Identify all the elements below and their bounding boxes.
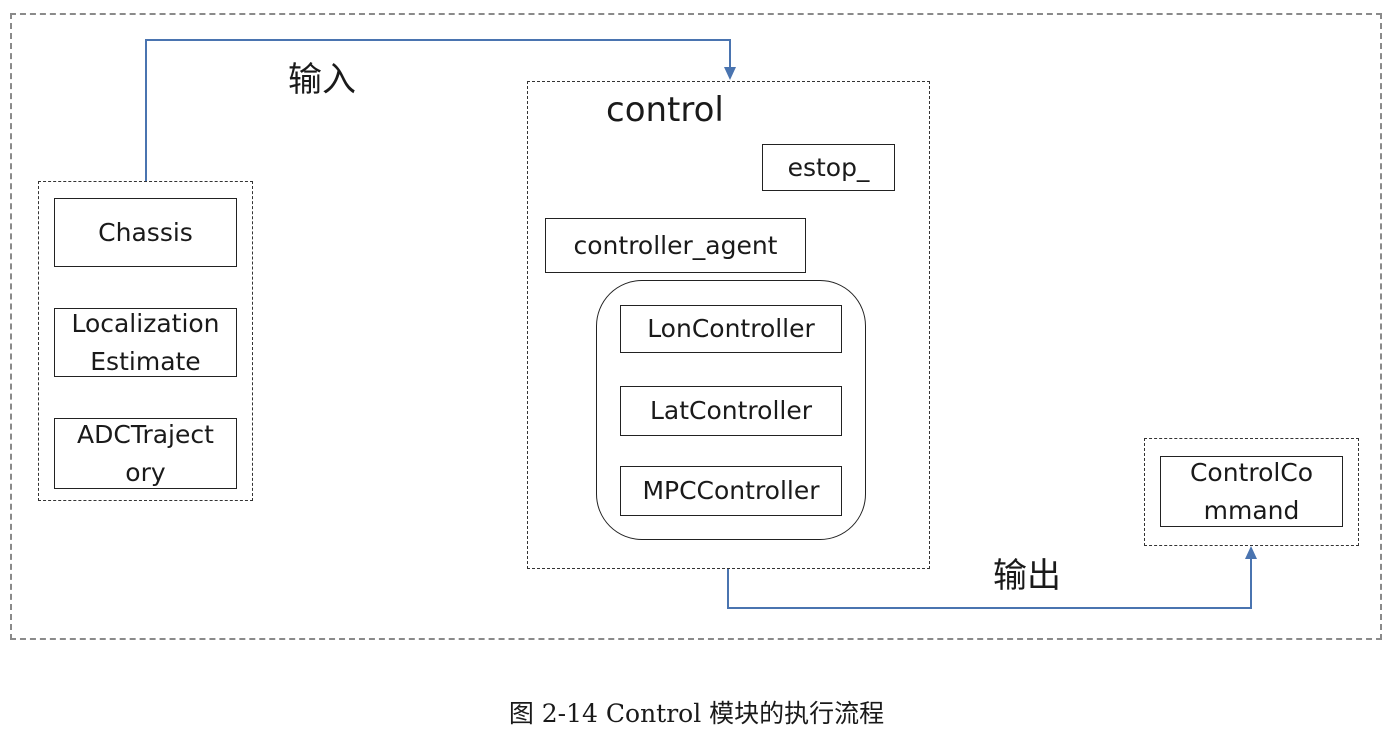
figure-caption: 图 2-14 Control 模块的执行流程: [508, 699, 885, 728]
controllers-group: [596, 280, 866, 540]
localization-estimate-box: Localization Estimate: [54, 308, 237, 377]
output-label: 输出: [993, 556, 1061, 596]
input-label: 输入: [288, 60, 356, 100]
control-title: control: [606, 90, 724, 130]
controller-agent-box: controller_agent: [545, 218, 806, 273]
lon-controller-box: LonController: [620, 305, 842, 353]
control-group: [527, 81, 930, 569]
adc-trajectory-box: ADCTraject ory: [54, 418, 237, 489]
control-command-box: ControlCo mmand: [1160, 456, 1343, 527]
lat-controller-box: LatController: [620, 386, 842, 436]
input-group: [38, 181, 253, 501]
estop-box: estop_: [762, 144, 895, 191]
output-group: [1144, 438, 1359, 546]
outer-frame: [10, 13, 1382, 640]
mpc-controller-box: MPCController: [620, 466, 842, 516]
chassis-box: Chassis: [54, 198, 237, 267]
